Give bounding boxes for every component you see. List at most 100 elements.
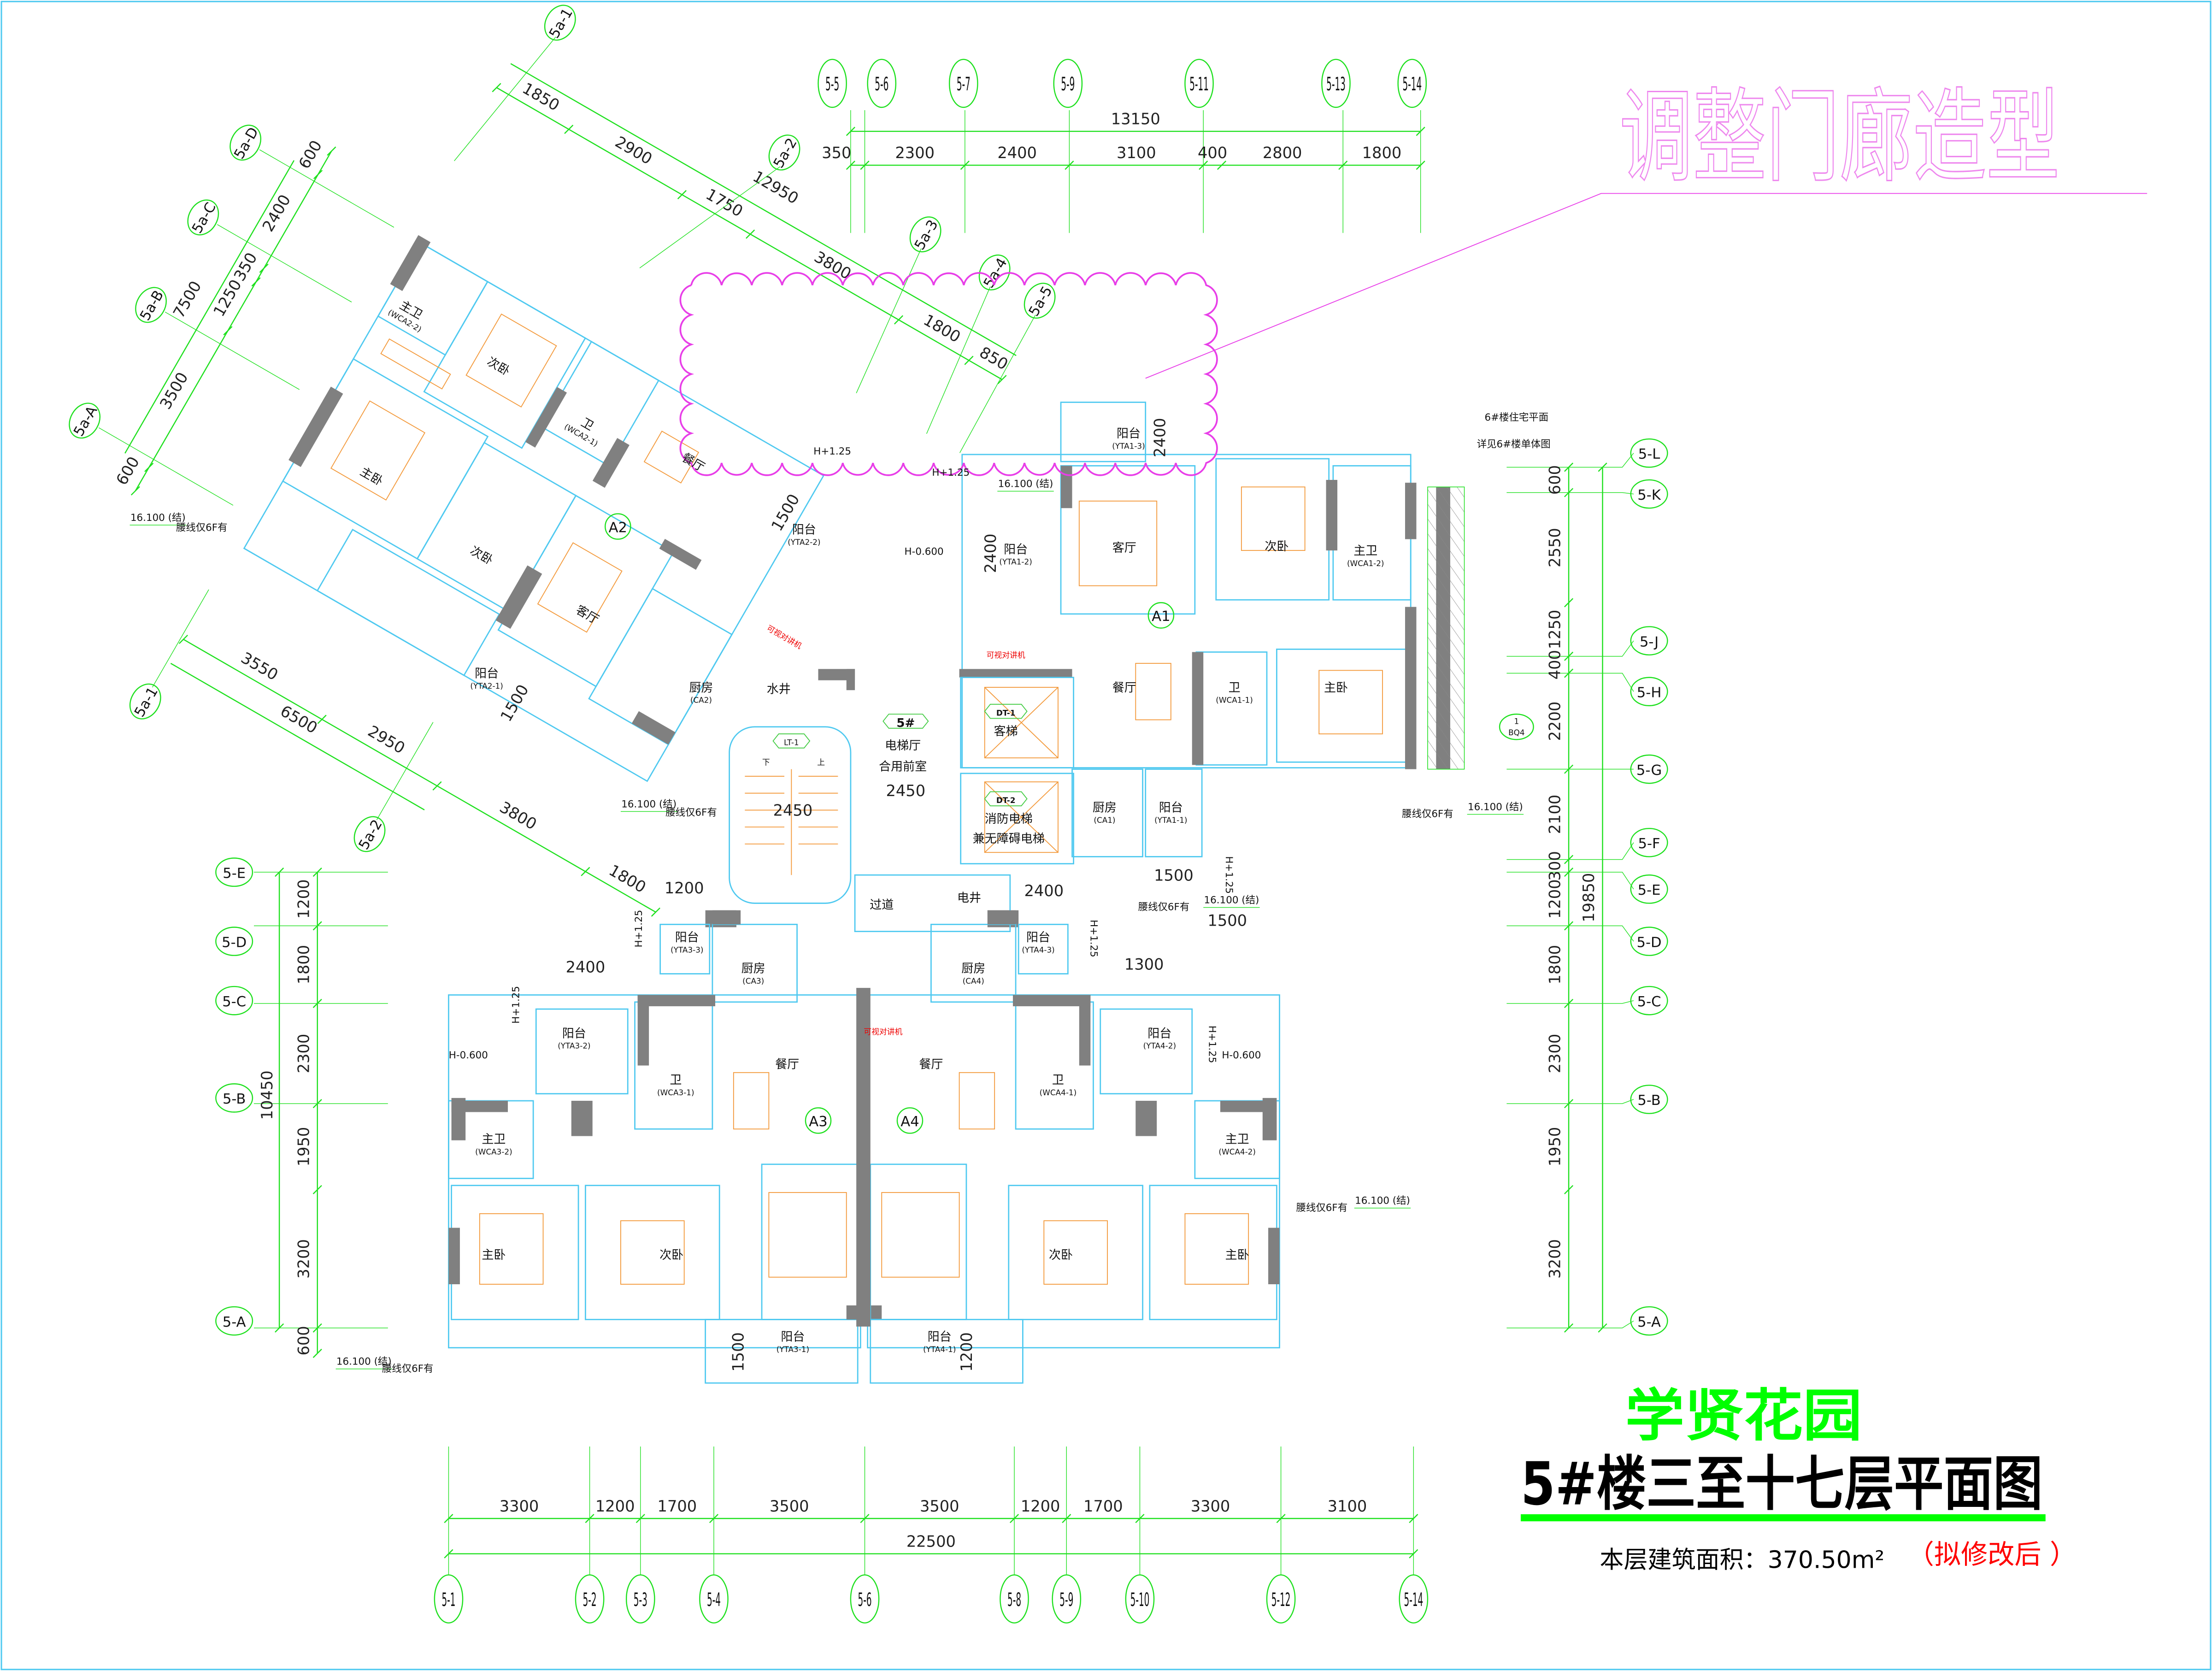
axis-label: 5-C [222, 994, 246, 1010]
dimension-tick [275, 868, 284, 877]
dimension-value: 600 [295, 137, 325, 172]
room-name: 阳台 [1026, 931, 1050, 945]
axis-bubble [434, 1574, 464, 1624]
a3-balcony-bottom [705, 1319, 859, 1384]
room-name: 主卧 [358, 465, 385, 489]
water-shaft-label: 水井 [767, 682, 791, 696]
title-block: 学贤花园 5#楼三至十七层平面图 本层建筑面积：370.50m² （拟修改后 ） [1521, 1383, 2077, 1574]
wall [1061, 466, 1072, 508]
dimension-tick [1416, 126, 1425, 136]
dimension-tick [1564, 998, 1574, 1008]
axis-label: 5-F [1638, 836, 1660, 852]
unit-label: A3 [809, 1114, 827, 1130]
dimension-tick [144, 462, 154, 472]
dimension-value: 600 [112, 454, 143, 488]
inner-dimension: 2400 [1151, 418, 1169, 457]
wall [987, 910, 1016, 925]
axis-bubble [1630, 874, 1668, 904]
dimension-value: 2300 [1546, 1034, 1564, 1074]
dimension-tick [1564, 668, 1574, 678]
dimension-tick [312, 998, 322, 1008]
axis-label: 5-9 [1061, 74, 1075, 95]
room-code: (YTA3-2) [558, 1041, 590, 1051]
height-note: H-0.600 [905, 546, 944, 557]
grid-line [1506, 842, 1634, 860]
room-name: 阳台 [562, 1027, 586, 1040]
height-note: H-0.600 [449, 1050, 488, 1061]
dimension-value: 3500 [770, 1497, 809, 1515]
front-room-label: 合用前室 [879, 760, 927, 774]
stair-treads [745, 769, 838, 875]
height-note: H+1.25 [1088, 920, 1099, 957]
room-code: (YTA1-1) [1154, 815, 1187, 825]
grid-line [1506, 925, 1634, 942]
a3-balcony-side [535, 1008, 629, 1095]
dimension-value: 2300 [895, 144, 935, 162]
wall [1326, 480, 1338, 551]
room-name: 厨房 [741, 962, 765, 975]
stair-tag [772, 733, 811, 749]
wall [288, 386, 343, 467]
room-code: (WCA4-1) [1040, 1088, 1077, 1097]
wall [856, 988, 871, 1327]
axis-label: 5a-D [231, 125, 262, 162]
floor-area-label: 本层建筑面积：370.50m² [1600, 1546, 1884, 1574]
dimension-value: 3200 [294, 1239, 312, 1279]
room-name: 厨房 [1093, 801, 1117, 815]
room-name: 客厅 [573, 603, 601, 627]
height-note: H+1.25 [633, 910, 645, 948]
unit-tag [805, 1107, 832, 1134]
wall [525, 387, 567, 448]
axis-bubble [1630, 754, 1668, 784]
axis-bubble [1630, 677, 1668, 707]
dimension-tick [327, 146, 336, 156]
lift-2-label: DT-2 [996, 796, 1016, 805]
dimension-value: 3100 [1328, 1497, 1367, 1515]
sofa [1078, 501, 1158, 586]
dimension-tick [846, 126, 855, 136]
axis-bubble [215, 1083, 253, 1113]
dimension-value: 2200 [1546, 702, 1564, 741]
waistline-note: 腰线仅6F有 [1138, 902, 1190, 913]
axis-bubble [1630, 626, 1668, 655]
grid-line [1506, 453, 1634, 468]
axis-bubble [1630, 827, 1668, 857]
dimension-tick [275, 1323, 284, 1333]
room-name: 餐厅 [775, 1058, 799, 1072]
waistline-note: 腰线仅6F有 [1296, 1202, 1348, 1214]
dimension-tick [860, 160, 870, 170]
room-name: 阳台 [1159, 801, 1183, 815]
grid-line [217, 224, 352, 302]
detail-number: 1 [1514, 717, 1519, 726]
wall [592, 438, 629, 488]
lobby-dimension: 2450 [886, 782, 925, 800]
height-note: H-0.600 [1222, 1050, 1261, 1061]
dimension-total: 10450 [258, 1070, 276, 1120]
grid-line [1506, 640, 1634, 657]
dimension-value: 1750 [703, 185, 746, 221]
level-note: 16.100 (结) [1355, 1195, 1410, 1206]
dimension-value: 3300 [500, 1497, 539, 1515]
room-name: 阳台 [675, 931, 699, 945]
dimension-tick [651, 907, 660, 917]
axis-bubble [1125, 1574, 1155, 1624]
a3-living [761, 1163, 859, 1320]
waistline-note: 腰线仅6F有 [1402, 809, 1453, 820]
dimension-tick [1564, 1323, 1574, 1333]
level-note: 16.100 (结) [336, 1356, 392, 1367]
grid-line [165, 312, 300, 390]
axis-bubble [948, 59, 978, 108]
dimension-tick [1564, 488, 1574, 497]
axis-bubble [1630, 438, 1668, 468]
neighbor-building-note: 6#楼住宅平面 [1485, 412, 1549, 424]
project-name: 学贤花园 [1625, 1383, 1862, 1449]
bed [1318, 670, 1383, 735]
room-code: (YTA1-3) [1112, 442, 1145, 451]
revision-status: （拟修改后 ） [1907, 1539, 2077, 1570]
lift-2-type-2: 兼无障碍电梯 [973, 832, 1045, 846]
dimension-value: 600 [294, 1326, 312, 1355]
axis-label: 5-1 [441, 1589, 455, 1611]
room-name: 卫 [670, 1073, 682, 1087]
axis-bubble [699, 1574, 729, 1624]
